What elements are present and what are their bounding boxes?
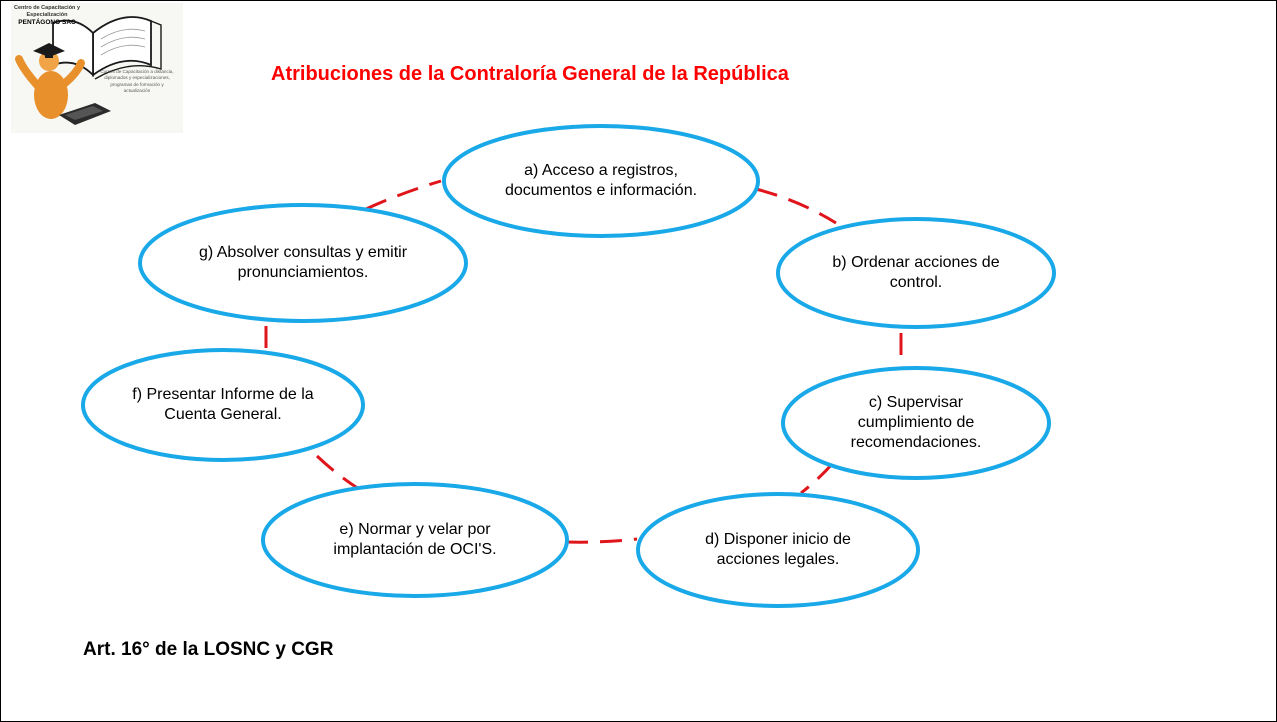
logo-brand: PENTÁGONO SAC — [18, 19, 76, 26]
node-f-shape — [81, 348, 365, 462]
node-a-shape — [442, 124, 760, 238]
company-logo: Centro de Capacitación y Especialización… — [11, 3, 183, 133]
node-d: d) Disponer inicio de acciones legales. — [705, 531, 851, 568]
node-e: e) Normar y velar por implantación de OC… — [333, 521, 497, 558]
connector-d-e — [565, 537, 638, 544]
logo-graphic — [15, 16, 162, 125]
node-g: g) Absolver consultas y emitir pronuncia… — [198, 244, 408, 281]
node-b-shape — [776, 217, 1056, 329]
slide-title: Atribuciones de la Contraloría General d… — [271, 63, 789, 85]
node-g-shape — [138, 203, 468, 323]
connector-e-f — [315, 454, 360, 491]
connector-c-d — [800, 462, 835, 495]
footer-reference: Art. 16° de la LOSNC y CGR — [83, 639, 334, 660]
connector-g-a — [365, 179, 442, 211]
connector-a-b — [755, 187, 837, 225]
node-f: f) Presentar Informe de la Cuenta Genera… — [132, 386, 314, 423]
node-d-shape — [636, 492, 920, 608]
logo-company-line1: Centro de Capacitación y — [13, 5, 81, 11]
node-a: a) Acceso a registros, documentos e info… — [504, 162, 698, 199]
logo-company-line2: Especialización — [26, 12, 68, 18]
logo-tagline: Cursos de Capacitación a distancia, dipl… — [100, 69, 174, 94]
node-e-shape — [261, 482, 569, 598]
node-c: c) Supervisar cumplimiento de recomendac… — [850, 394, 982, 451]
node-c-shape — [781, 366, 1051, 480]
logo-company-name: Centro de Capacitación y Especialización… — [11, 5, 83, 26]
node-b: b) Ordenar acciones de control. — [832, 254, 1000, 291]
